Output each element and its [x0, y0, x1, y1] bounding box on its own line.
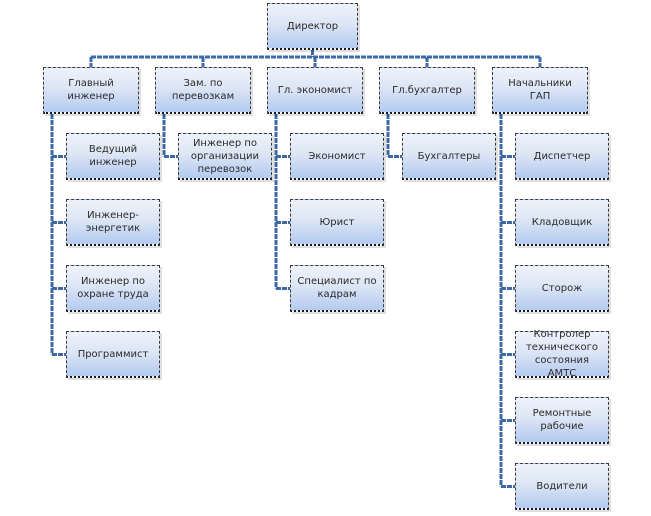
position-node-label: Сторож — [541, 282, 583, 294]
position-node-label: Диспетчер — [533, 150, 591, 162]
position-node: Специалист по кадрам — [290, 265, 384, 312]
position-node: Сторож — [515, 265, 609, 312]
position-node-label: Бухгалтеры — [417, 150, 481, 162]
department-node: Главный инженер — [43, 67, 139, 114]
department-node-label: Гл. экономист — [277, 84, 353, 96]
root-node-director: Директор — [267, 3, 358, 50]
position-node-label: Инженер по организации перевозок — [190, 137, 260, 175]
position-node: Диспетчер — [515, 133, 609, 180]
position-node: Ведущий инженер — [66, 133, 160, 180]
position-node: Инженер- энергетик — [66, 199, 160, 246]
department-node: Начальники ГАП — [492, 67, 588, 114]
department-node: Гл.бухгалтер — [379, 67, 475, 114]
position-node-label: Инженер по охране труда — [77, 276, 149, 300]
department-node-label: Главный инженер — [67, 78, 115, 102]
department-node: Зам. по перевозкам — [155, 67, 251, 114]
position-node-label: Кладовщик — [531, 216, 593, 228]
department-node: Гл. экономист — [267, 67, 363, 114]
department-node-label: Начальники ГАП — [508, 78, 572, 102]
position-node-label: Водители — [536, 480, 588, 492]
position-node-label: Ведущий инженер — [88, 144, 138, 168]
position-node-label: Программист — [77, 348, 149, 360]
position-node: Бухгалтеры — [402, 133, 496, 180]
position-node: Кладовщик — [515, 199, 609, 246]
position-node: Юрист — [290, 199, 384, 246]
position-node: Инженер по организации перевозок — [178, 133, 272, 180]
department-node-label: Зам. по перевозкам — [171, 78, 235, 102]
position-node: Инженер по охране труда — [66, 265, 160, 312]
position-node-label: Ремонтные рабочие — [532, 408, 592, 432]
department-node-label: Гл.бухгалтер — [392, 84, 462, 96]
position-node-label: Контролер технического состояния АМТС — [525, 329, 599, 379]
position-node-label: Юрист — [319, 216, 355, 228]
root-node-director-label: Директор — [286, 20, 339, 32]
position-node: Контролер технического состояния АМТС — [515, 329, 609, 379]
position-node-label: Инженер- энергетик — [85, 210, 141, 234]
position-node: Водители — [515, 463, 609, 510]
position-node-label: Экономист — [308, 150, 366, 162]
position-node: Ремонтные рабочие — [515, 397, 609, 444]
position-node: Экономист — [290, 133, 384, 180]
position-node: Программист — [66, 331, 160, 378]
position-node-label: Специалист по кадрам — [297, 276, 377, 300]
